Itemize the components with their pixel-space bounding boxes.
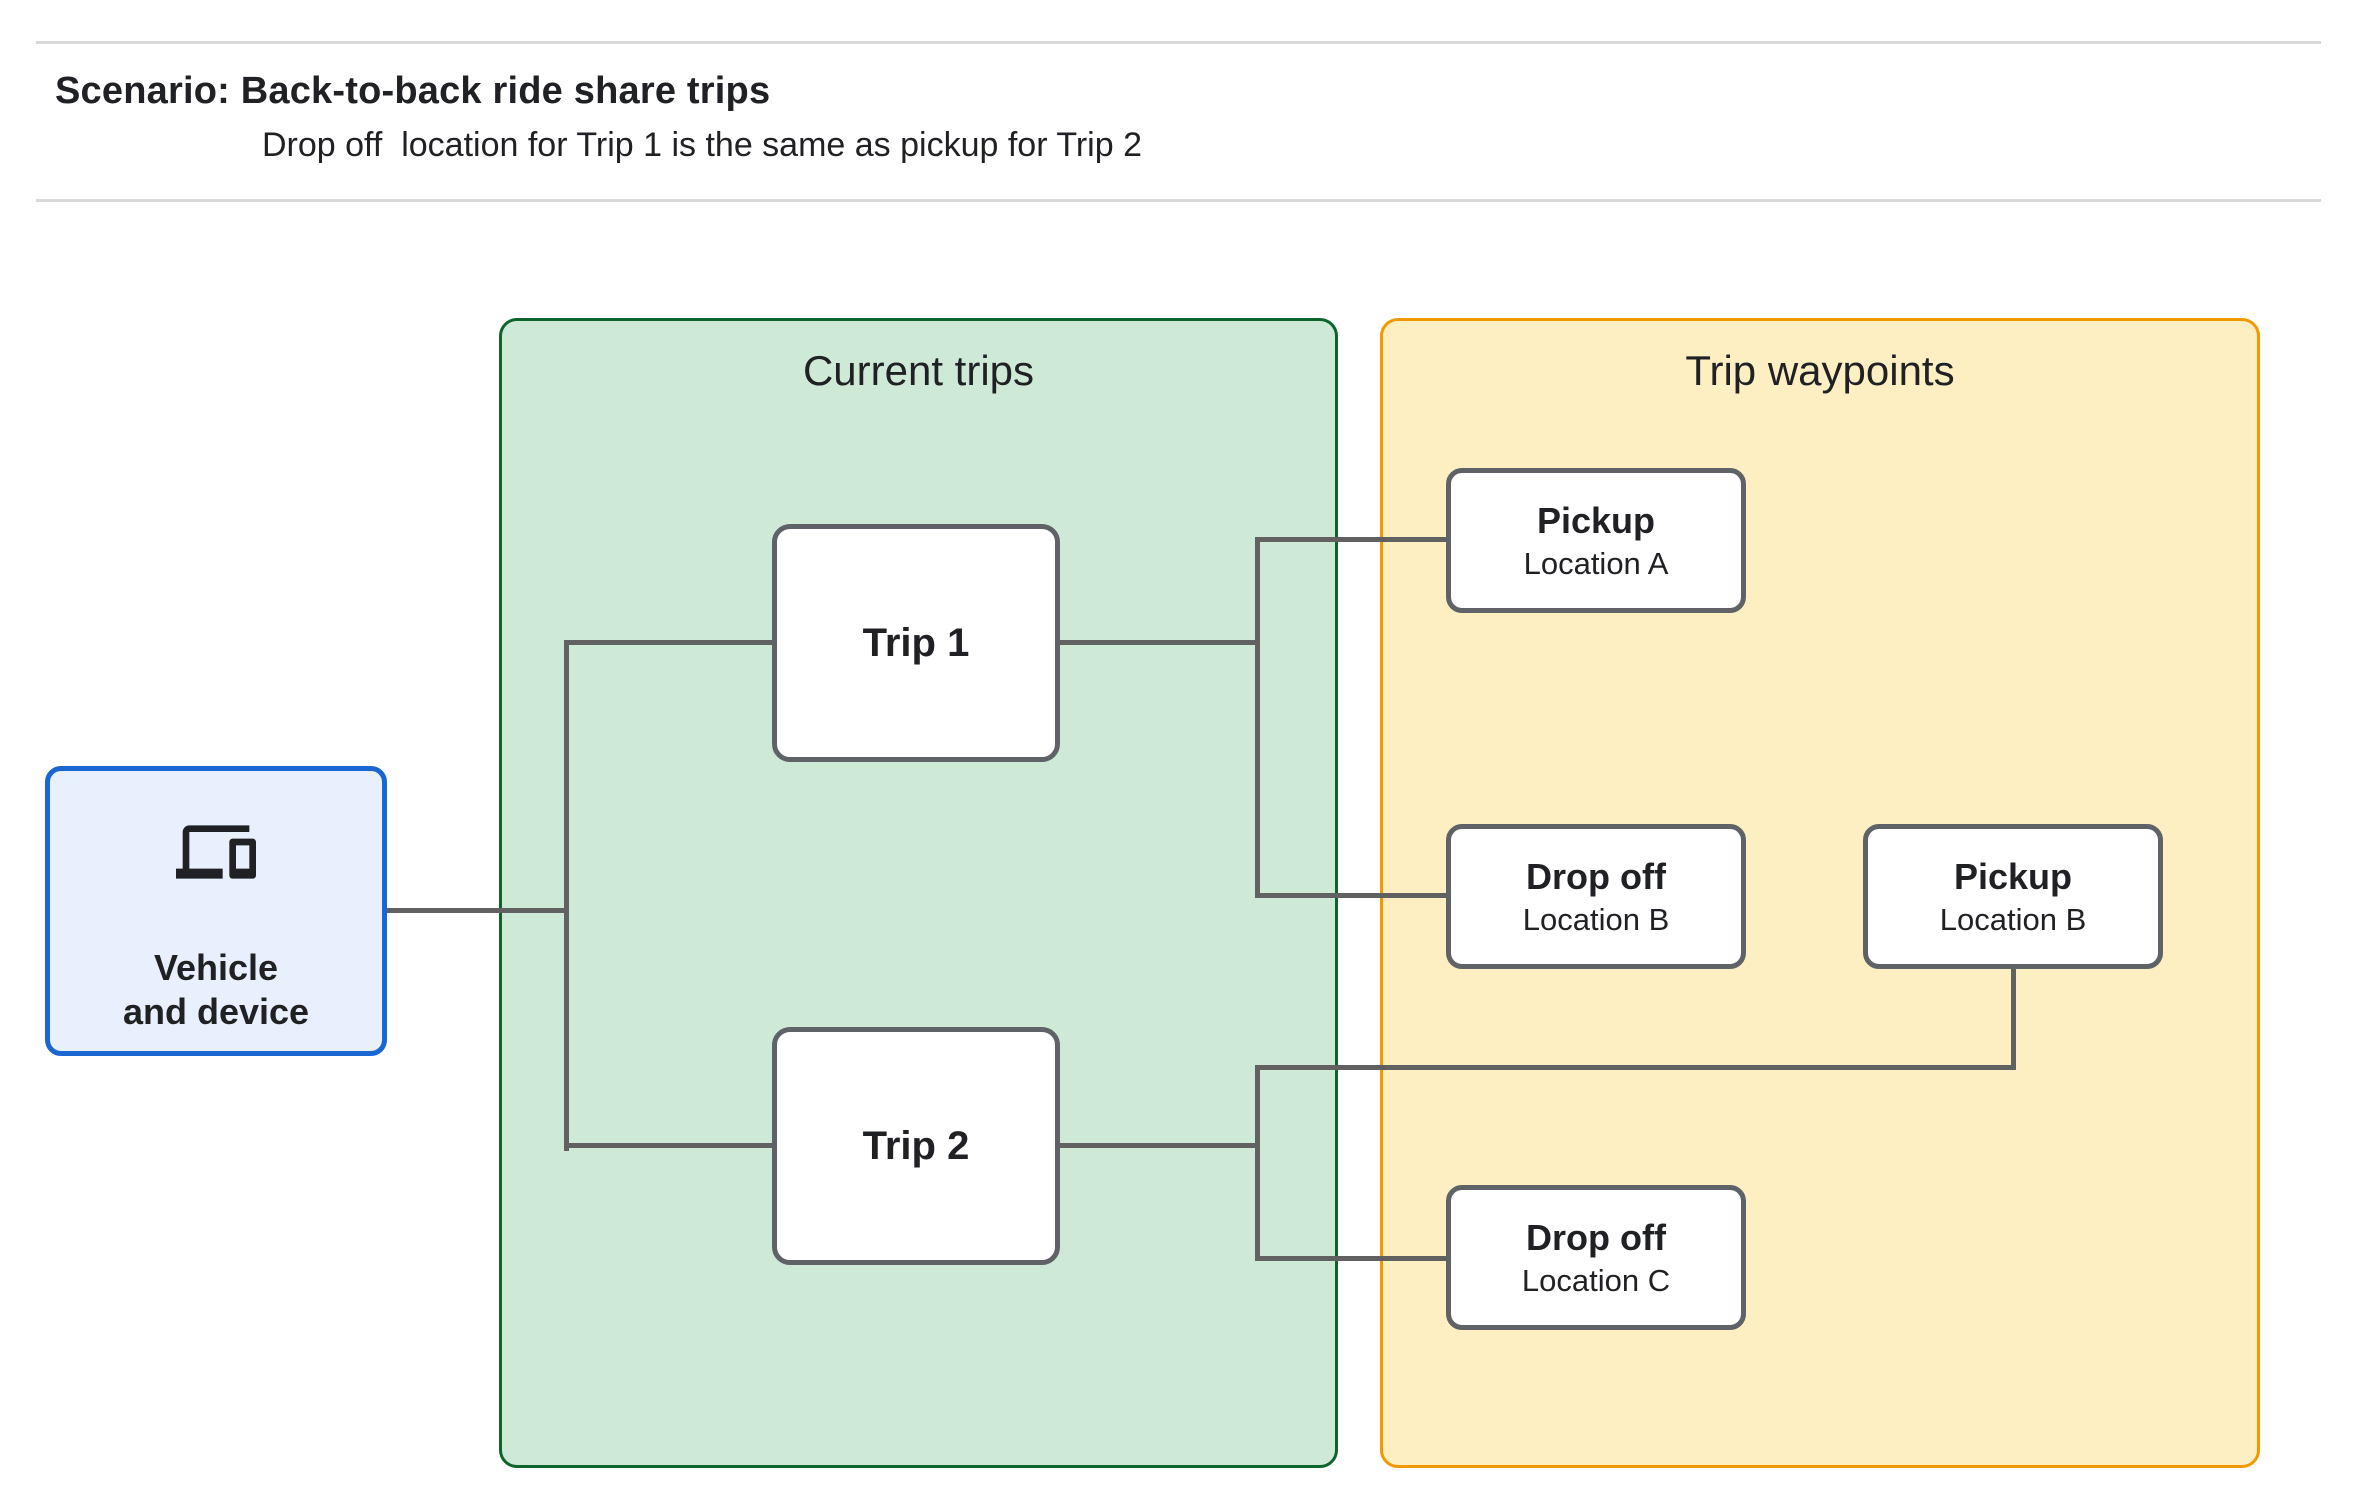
dropoff-location-b-node: Drop off Location B bbox=[1446, 824, 1746, 969]
trip1-node: Trip 1 bbox=[772, 524, 1060, 762]
pickup-location-a-node: Pickup Location A bbox=[1446, 468, 1746, 613]
edge-to-trip1 bbox=[564, 640, 772, 645]
dropoff-location-c-node: Drop off Location C bbox=[1446, 1185, 1746, 1330]
edge-trip2-junction-vertical bbox=[1255, 1065, 1260, 1261]
edge-to-dropoff-b bbox=[1255, 893, 1446, 898]
edge-trip1-junction-vertical bbox=[1255, 537, 1260, 898]
trip2-label: Trip 2 bbox=[862, 1123, 970, 1168]
vehicle-and-device-node: Vehicle and device bbox=[45, 766, 387, 1056]
dropoff-b-title: Drop off bbox=[1526, 855, 1666, 897]
dropoff-c-subtitle: Location C bbox=[1521, 1263, 1671, 1299]
page-title: Scenario: Back-to-back ride share trips bbox=[55, 70, 771, 112]
trip1-label: Trip 1 bbox=[862, 620, 970, 665]
header-divider-bottom bbox=[36, 199, 2321, 202]
current-trips-panel: Current trips bbox=[499, 318, 1338, 1468]
devices-icon bbox=[176, 812, 256, 892]
edge-to-dropoff-c bbox=[1255, 1256, 1446, 1261]
trip-waypoints-panel-label: Trip waypoints bbox=[1685, 347, 1955, 394]
edge-to-trip2 bbox=[564, 1143, 772, 1148]
dropoff-b-subtitle: Location B bbox=[1522, 902, 1670, 938]
dropoff-c-title: Drop off bbox=[1526, 1216, 1666, 1258]
pickup-location-b-node: Pickup Location B bbox=[1863, 824, 2163, 969]
edge-to-pickup-a bbox=[1255, 537, 1446, 542]
edge-vehicle-junction-vertical bbox=[564, 640, 569, 1151]
edge-trip2-out bbox=[1060, 1143, 1260, 1148]
edge-trip1-out bbox=[1060, 640, 1260, 645]
page-subtitle: Drop off location for Trip 1 is the same… bbox=[262, 126, 1142, 164]
current-trips-panel-label: Current trips bbox=[802, 347, 1035, 394]
edge-vehicle-out bbox=[387, 908, 569, 913]
vehicle-label-line1: Vehicle bbox=[153, 947, 279, 988]
vehicle-label-line2: and device bbox=[122, 990, 310, 1032]
pickup-b-title: Pickup bbox=[1953, 855, 2073, 897]
pickup-a-title: Pickup bbox=[1536, 499, 1656, 541]
edge-pickup-b-drop bbox=[2011, 968, 2016, 1068]
trip2-node: Trip 2 bbox=[772, 1027, 1060, 1265]
pickup-a-subtitle: Location A bbox=[1523, 546, 1669, 582]
pickup-b-subtitle: Location B bbox=[1939, 902, 2087, 938]
edge-pickup-b-horizontal bbox=[1255, 1065, 2016, 1070]
vehicle-node-label: Vehicle and device bbox=[123, 946, 309, 1034]
header-divider-top bbox=[36, 41, 2321, 44]
